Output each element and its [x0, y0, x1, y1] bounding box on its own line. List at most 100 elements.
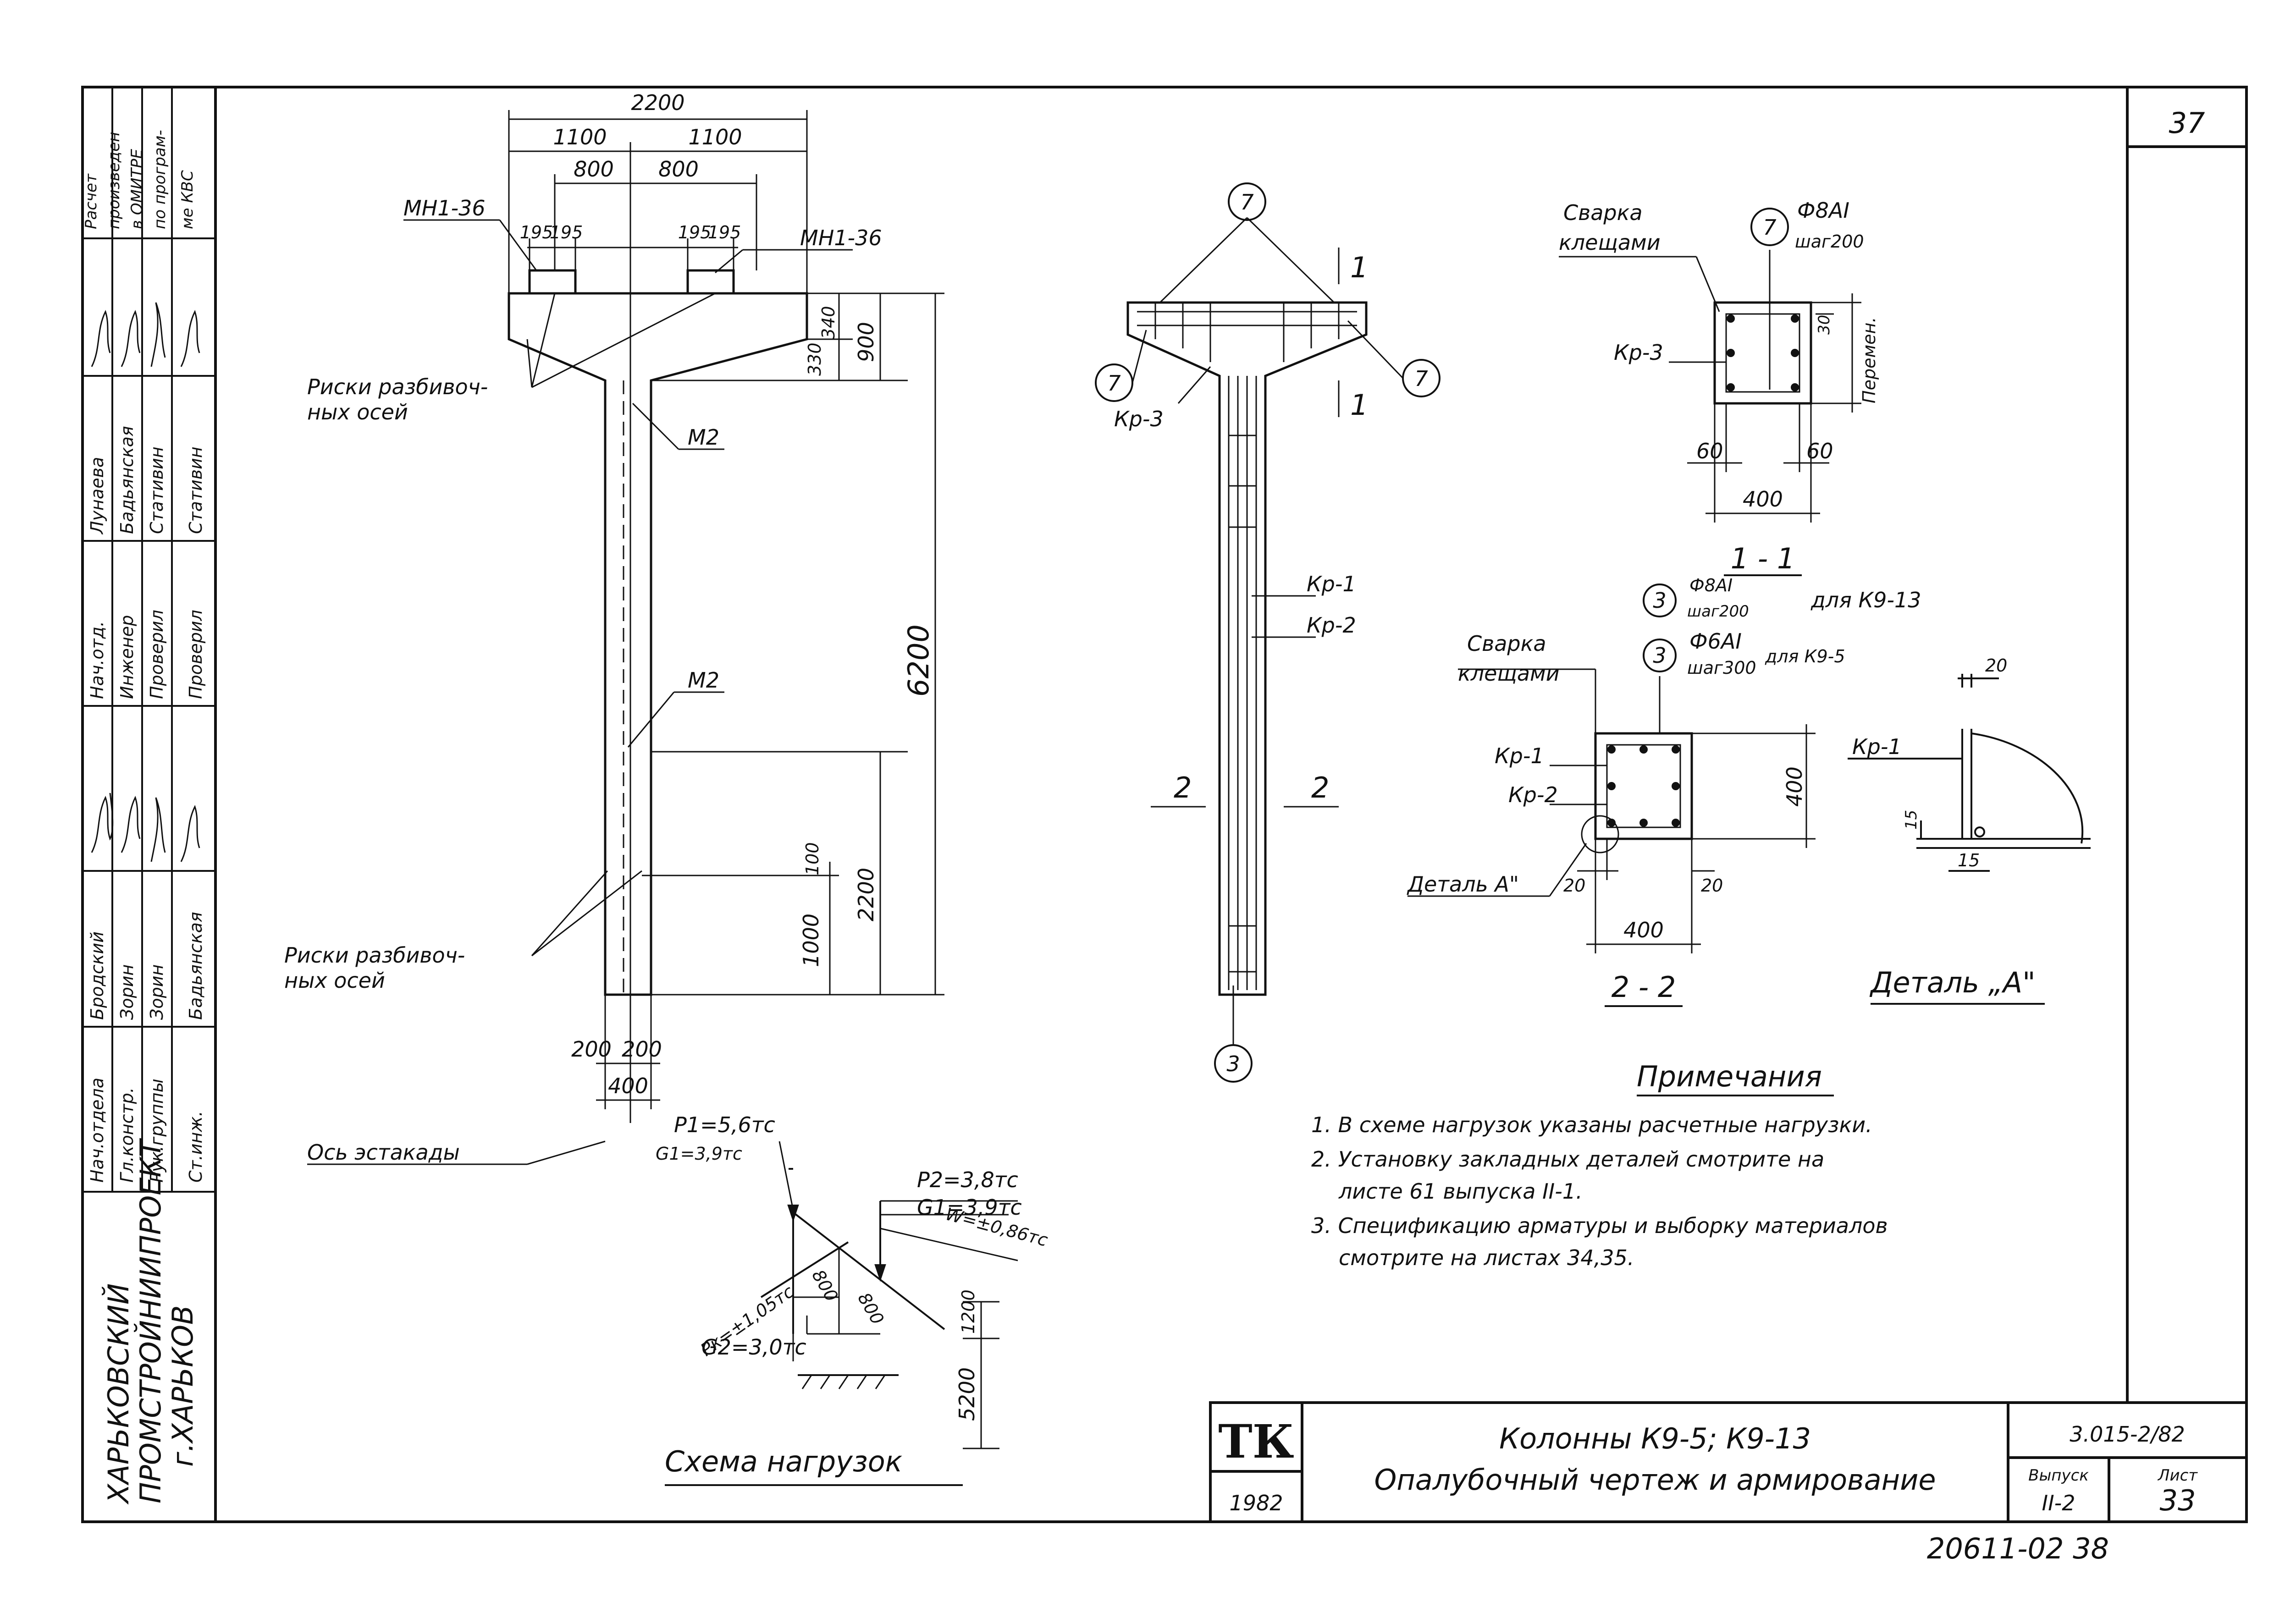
bar-spec: Ф6АI: [1689, 629, 1742, 654]
load-scheme-drawing: [760, 1141, 1018, 1449]
notes-block: Примечания 1. В схеме нагрузок указаны р…: [1311, 1060, 1888, 1270]
calc-note-line: ме КВС: [178, 170, 197, 229]
pos-7-right: 7: [1414, 366, 1428, 391]
rebar-dot: [1791, 383, 1799, 391]
staff-table: [83, 87, 215, 1193]
staff-role2: Проверил: [147, 610, 167, 699]
section-mark-2-right: 2: [1311, 771, 1329, 804]
staff-role2: Инженер: [117, 615, 137, 699]
pos-7-top: 7: [1240, 190, 1253, 215]
weld-label: Сварка: [1563, 200, 1643, 225]
cage-kp2-label: Кр-2: [1307, 613, 1356, 638]
section-mark-1-bottom: 1: [1350, 388, 1368, 422]
rebar-dot: [1727, 314, 1735, 323]
embed-m2-lower: М2: [688, 668, 719, 693]
section-22-rebars: [1607, 745, 1680, 827]
dim-20: 20: [1985, 655, 2007, 676]
dim-half-left: 1100: [553, 125, 607, 149]
bar-applies-to: для К9-5: [1765, 646, 1845, 666]
embed-label-left: МН1-36: [403, 196, 486, 220]
staff-role: Нач.отдела: [87, 1078, 107, 1183]
note-line: 1. В схеме нагрузок указаны расчетные на…: [1311, 1112, 1872, 1137]
dim-800-right: 800: [658, 157, 699, 182]
axis-marks-note: ных осей: [284, 968, 385, 993]
staff-role: Рук.группы: [147, 1079, 167, 1183]
pos-number: 7: [1763, 215, 1776, 240]
pos-bubble: [1643, 584, 1677, 617]
note-line: смотрите на листах 34,35.: [1339, 1245, 1634, 1270]
dim-vertical: 900: [854, 322, 878, 362]
sheet-label: Лист: [2157, 1466, 2198, 1485]
issue-value: II-2: [2042, 1491, 2075, 1515]
dim-5200: 5200: [955, 1367, 979, 1421]
dim-800-left: 800: [574, 157, 614, 182]
dim-variable: Перемен.: [1859, 317, 1879, 403]
embed-label-right: МН1-36: [800, 226, 882, 250]
staff-name: Зорин: [147, 964, 167, 1020]
dim-20: 20: [1701, 875, 1723, 896]
load-g1: G1=3,9тс: [917, 1195, 1022, 1220]
rebar-dot: [1672, 819, 1680, 827]
staff-name2: Бадьянская: [117, 426, 137, 534]
axis-marks-note: Риски разбивоч-: [284, 943, 465, 968]
reinforcement-labels: 7 7 7 3 Кр-3 Кр-1 Кр-2 1 1 2 2: [1107, 190, 1428, 1076]
section-mark-2-left: 2: [1174, 771, 1192, 804]
load-scheme-caption: Схема нагрузок: [665, 1445, 903, 1478]
dim-half-right: 1100: [688, 125, 742, 149]
section-mark-1-top: 1: [1350, 251, 1368, 284]
org-line-2: ПРОМСТРОЙНИИПРОЕКТ: [133, 1138, 167, 1503]
bar-step: шаг200: [1687, 602, 1749, 621]
dim-195: 195: [678, 222, 712, 242]
dim-800: 800: [808, 1266, 842, 1305]
section-11-outline: [1713, 301, 1812, 405]
detail-a-labels: 20 Кр-1 15 15 Деталь „А": [1852, 655, 2036, 999]
dim-vertical: 2200: [854, 868, 878, 921]
staff-roles: Нач.отдела Гл.констр. Рук.группы Ст.инж.…: [87, 426, 206, 1183]
sheet-number: 37: [2169, 106, 2205, 140]
dim-400: 400: [608, 1073, 648, 1098]
pos-number: 3: [1653, 588, 1666, 613]
staff-name: Бродский: [87, 931, 107, 1020]
section-22-labels: 3 Ф8АI шаг200 для К9-13 3 Ф6АI шаг300 дл…: [1407, 575, 1921, 1004]
dim-vertical: 100: [802, 842, 822, 875]
staff-name: Зорин: [117, 964, 137, 1020]
pos-3-bottom: 3: [1226, 1051, 1240, 1076]
sheet-frame: [81, 86, 2248, 1523]
dim-800: 800: [854, 1289, 888, 1328]
section-11-rebars: [1727, 314, 1799, 391]
weld-label: клещами: [1458, 661, 1560, 686]
staff-name2: Стативин: [186, 446, 206, 534]
staff-role2: Нач.отд.: [87, 621, 107, 699]
rebar-dot: [1607, 819, 1616, 827]
tk-logo: ТК: [1218, 1415, 1294, 1469]
dim-60: 60: [1696, 439, 1723, 463]
section-22-outline: [1594, 732, 1693, 840]
dim-column-height: 6200: [902, 624, 935, 697]
rebar-dot: [1672, 782, 1680, 790]
staff-role: Гл.констр.: [117, 1087, 137, 1183]
elevation-dimension-lines: [307, 110, 944, 1165]
dim-200: 200: [622, 1037, 662, 1062]
title-line-1: Колонны К9-5; К9-13: [1499, 1422, 1811, 1455]
organization-block: ХАРЬКОВСКИЙ ПРОМСТРОЙНИИПРОЕКТ г.ХАРЬКОВ: [101, 1138, 199, 1505]
dim-overall-width: 2200: [631, 90, 684, 115]
dim-20: 20: [1563, 875, 1585, 896]
cage-label: Кр-1: [1495, 743, 1544, 768]
calc-note-line: по програм-: [151, 130, 169, 229]
position-bubbles: [1095, 182, 1441, 1083]
axis-marks-note: ных осей: [307, 400, 408, 424]
rebar-dot: [1791, 314, 1799, 323]
detail-reference: Деталь А": [1407, 872, 1519, 897]
signature-scribbles: [91, 302, 200, 862]
staff-role: Ст.инж.: [186, 1111, 206, 1183]
weld-label: клещами: [1559, 230, 1661, 255]
load-p2: P2=3,8тс: [917, 1167, 1018, 1192]
reinforcement-bars: [1131, 217, 1404, 1045]
rebar-dot: [1672, 745, 1680, 754]
rebar-dot: [1639, 745, 1648, 754]
dim-195: 195: [550, 222, 583, 242]
notes-heading: Примечания: [1637, 1060, 1822, 1093]
sheet-value: 33: [2160, 1484, 2196, 1517]
dim-vertical: 330: [805, 342, 825, 376]
elevation-dimension-texts: 2200 1100 1100 800 800 195 195 195 195 М…: [284, 90, 935, 1165]
